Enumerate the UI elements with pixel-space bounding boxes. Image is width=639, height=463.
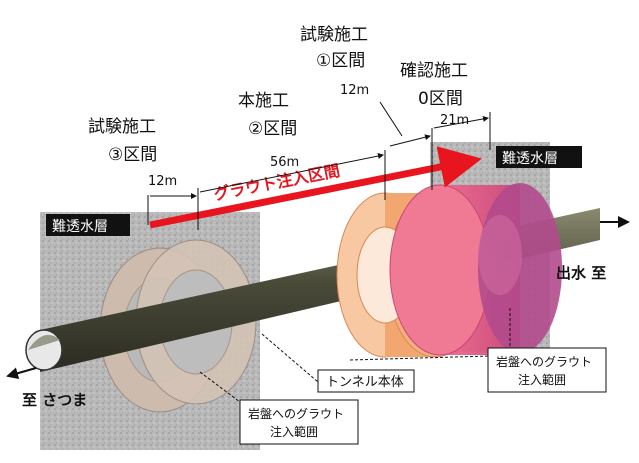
- rock-grout-right-line1: 岩盤へのグラウト: [496, 354, 592, 369]
- confirm-line1: 確認施工: [400, 61, 468, 81]
- trial1-line2: ①区間: [316, 51, 365, 71]
- rock-grout-right-box: [487, 347, 607, 393]
- direction-left-arrow: [6, 367, 37, 380]
- impermeable-right-label: 難透水層: [502, 151, 558, 167]
- grout-range-arrow: [149, 146, 482, 229]
- tunnel-body-label: トンネル本体: [326, 375, 404, 390]
- trial3-length: 12m: [148, 174, 177, 189]
- rock-grout-left-box: [239, 399, 359, 445]
- direction-right-label: 出水 至: [556, 264, 606, 282]
- trial1-length: 12m: [340, 83, 369, 98]
- main-line1: 本施工: [238, 91, 289, 111]
- pink-ring-section-0: [389, 183, 562, 356]
- trial3-line1: 試験施工: [88, 117, 156, 137]
- trial1-line1: 試験施工: [300, 25, 368, 45]
- confirm-line2: 0区間: [418, 89, 463, 109]
- rock-grout-right-line2: 注入範囲: [518, 372, 566, 387]
- tunnel-body-box: [317, 369, 415, 393]
- dimension-lines: [147, 101, 491, 230]
- confirm-length: 21m: [440, 113, 469, 128]
- direction-left-label: 至 さつま: [22, 391, 87, 409]
- rock-grout-left-line2: 注入範囲: [270, 424, 318, 439]
- trial3-line2: ③区間: [108, 145, 157, 165]
- impermeable-left-label: 難透水層: [52, 219, 108, 235]
- leader-lines: [199, 308, 511, 403]
- main-length: 56m: [270, 155, 299, 170]
- main-line2: ②区間: [248, 119, 297, 139]
- rock-grout-left-line1: 岩盤へのグラウト: [248, 406, 344, 421]
